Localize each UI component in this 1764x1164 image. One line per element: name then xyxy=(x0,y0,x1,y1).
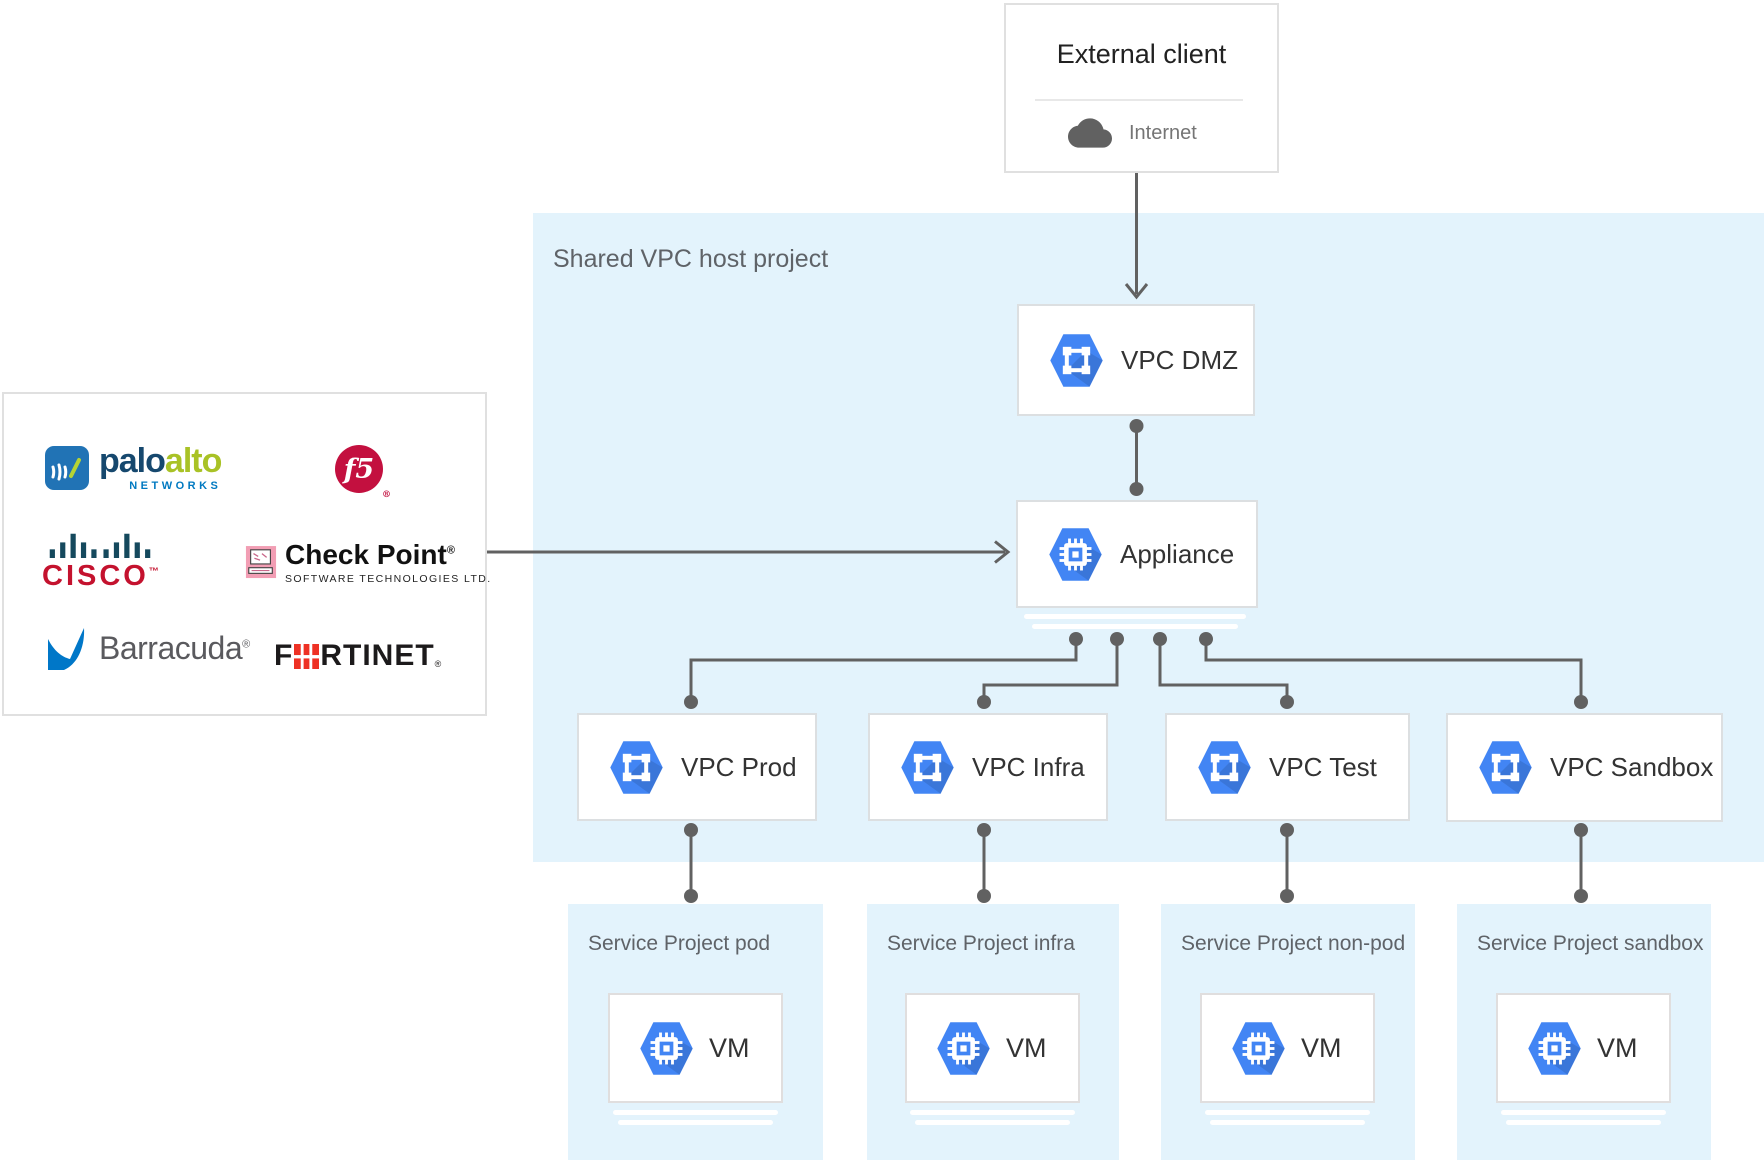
fortinet-logo: F RTINET ® xyxy=(274,639,442,672)
service-project-label: Service Project sandbox xyxy=(1477,932,1704,955)
node-label: Appliance xyxy=(1120,538,1235,569)
vm-stack-line xyxy=(1205,1110,1370,1115)
node-appliance: Appliance xyxy=(1016,500,1258,608)
barracuda-logo: Barracuda® xyxy=(45,625,250,671)
divider xyxy=(1035,99,1243,101)
node-label: VPC Sandbox xyxy=(1550,752,1714,782)
node-label: VPC Prod xyxy=(681,751,797,782)
node-label: VPC DMZ xyxy=(1121,344,1238,375)
vm-label: VM xyxy=(709,1032,750,1063)
check-point-logo: Check Point® SOFTWARE TECHNOLOGIES LTD. xyxy=(245,541,492,585)
service-project-label: Service Project infra xyxy=(887,932,1075,955)
fortinet-grid-icon xyxy=(294,643,320,669)
palo-alto-tagline: NETWORKS xyxy=(129,480,222,492)
appliance-chip-icon xyxy=(1047,526,1104,583)
f5-ball-icon: f5® xyxy=(335,445,391,500)
appliance-stack-line xyxy=(1024,614,1246,619)
service-project-infra-region: Service Project infra VM xyxy=(867,904,1119,1160)
service-project-sandbox-region: Service Project sandbox VM xyxy=(1457,904,1711,1160)
vpc-network-icon xyxy=(1477,739,1534,796)
node-vpc-test: VPC Test xyxy=(1165,713,1410,821)
vpc-network-icon xyxy=(1196,739,1253,796)
vm-chip-icon xyxy=(638,1020,695,1077)
node-label: VPC Test xyxy=(1269,751,1377,782)
shared-vpc-host-project-label: Shared VPC host project xyxy=(553,245,829,273)
vm-node: VM xyxy=(608,993,783,1103)
vm-stack-line xyxy=(618,1120,773,1125)
vpc-network-icon xyxy=(1048,332,1105,389)
external-client-title: External client xyxy=(1056,39,1227,69)
cisco-logo: CISCO™ xyxy=(42,532,159,591)
palo-alto-icon xyxy=(45,446,89,490)
vm-label: VM xyxy=(1006,1032,1047,1063)
vm-stack-line xyxy=(1210,1120,1365,1125)
vm-node: VM xyxy=(1496,993,1671,1103)
service-project-label: Service Project non-pod xyxy=(1181,932,1406,955)
appliance-stack-line xyxy=(1032,624,1238,629)
vm-stack-line xyxy=(1501,1110,1666,1115)
internet-label: Internet xyxy=(1129,121,1197,144)
node-vpc-sandbox: VPC Sandbox xyxy=(1446,713,1723,822)
service-project-label: Service Project pod xyxy=(588,932,771,955)
cisco-wordmark: CISCO™ xyxy=(42,560,159,592)
vpc-network-icon xyxy=(608,739,665,796)
palo-alto-networks-logo: paloalto NETWORKS xyxy=(45,442,222,492)
appliance-vendors-panel: paloalto NETWORKS f5® CI xyxy=(2,392,490,716)
vm-node: VM xyxy=(1200,993,1375,1103)
check-point-subtitle: SOFTWARE TECHNOLOGIES LTD. xyxy=(285,573,492,585)
vm-stack-line xyxy=(613,1110,778,1115)
barracuda-swoosh-icon xyxy=(48,628,85,670)
node-vpc-prod: VPC Prod xyxy=(577,713,817,821)
palo-alto-wordmark: paloalto xyxy=(99,442,222,480)
external-client-card: External client Internet xyxy=(1004,3,1279,173)
cisco-bars-icon xyxy=(50,533,151,558)
check-point-wordmark: Check Point® xyxy=(285,539,455,570)
internet-cloud-icon xyxy=(1068,118,1112,148)
vm-chip-icon xyxy=(1230,1020,1287,1077)
f5-logo: f5® xyxy=(335,445,391,500)
check-point-icon xyxy=(245,546,277,579)
vm-stack-line xyxy=(910,1110,1075,1115)
vpc-network-icon xyxy=(899,739,956,796)
vm-label: VM xyxy=(1597,1032,1638,1063)
vm-stack-line xyxy=(915,1120,1070,1125)
barracuda-wordmark: Barracuda® xyxy=(99,629,250,666)
vm-label: VM xyxy=(1301,1032,1342,1063)
fortinet-mark: ® xyxy=(434,659,442,669)
vm-stack-line xyxy=(1506,1120,1661,1125)
service-project-non-pod-region: Service Project non-pod VM xyxy=(1161,904,1415,1160)
vm-chip-icon xyxy=(1526,1020,1583,1077)
service-project-pod-region: Service Project pod VM xyxy=(568,904,823,1160)
node-vpc-infra: VPC Infra xyxy=(868,713,1108,821)
node-label: VPC Infra xyxy=(972,751,1085,782)
vm-chip-icon xyxy=(935,1020,992,1077)
node-vpc-dmz: VPC DMZ xyxy=(1017,304,1255,416)
vm-node: VM xyxy=(905,993,1080,1103)
